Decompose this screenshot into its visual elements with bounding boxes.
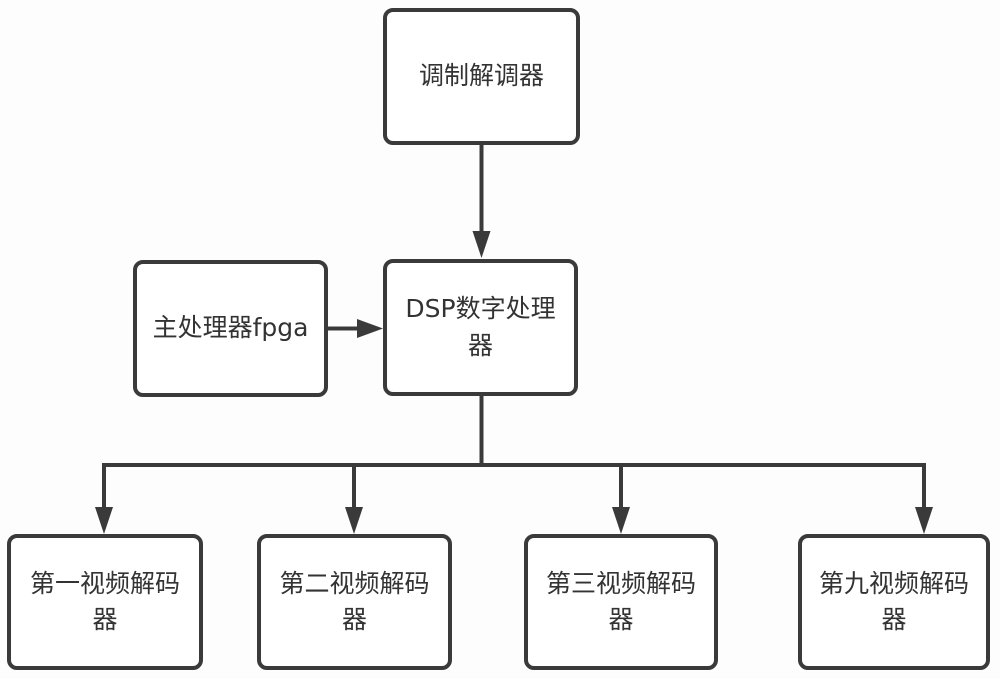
node-decoder-2-label: 第二视频解码器	[279, 568, 430, 634]
node-decoder-3-label: 第三视频解码器	[545, 568, 696, 634]
arrowhead-down-icon	[612, 507, 630, 534]
node-decoder-1-label: 第一视频解码器	[29, 568, 180, 634]
node-decoder-3: 第三视频解码器	[524, 534, 718, 670]
edge-dsp-decoder-3	[612, 463, 630, 534]
arrowhead-right-icon	[357, 319, 383, 338]
arrowhead-down-icon	[345, 507, 363, 534]
node-modem-label: 调制解调器	[418, 61, 544, 91]
node-decoder-9: 第九视频解码器	[798, 534, 990, 670]
edge-dsp-bus	[102, 396, 926, 467]
edge-modem-dsp	[472, 145, 491, 258]
node-fpga-label: 主处理器fpga	[152, 313, 309, 343]
edge-fpga-dsp	[328, 319, 383, 338]
arrowhead-down-icon	[472, 231, 491, 258]
edge-dsp-decoder-9	[915, 463, 933, 534]
node-decoder-9-label: 第九视频解码器	[818, 568, 969, 634]
edge-dsp-decoder-2	[345, 463, 363, 534]
arrowhead-down-icon	[915, 507, 933, 534]
node-dsp: DSP数字处理器	[383, 259, 578, 396]
arrowhead-down-icon	[95, 507, 113, 534]
node-dsp-label: DSP数字处理器	[405, 294, 556, 360]
node-decoder-2: 第二视频解码器	[257, 534, 452, 670]
node-fpga: 主处理器fpga	[133, 260, 328, 397]
node-decoder-1: 第一视频解码器	[7, 534, 203, 670]
edge-dsp-decoder-1	[95, 463, 113, 534]
node-modem: 调制解调器	[383, 8, 580, 145]
